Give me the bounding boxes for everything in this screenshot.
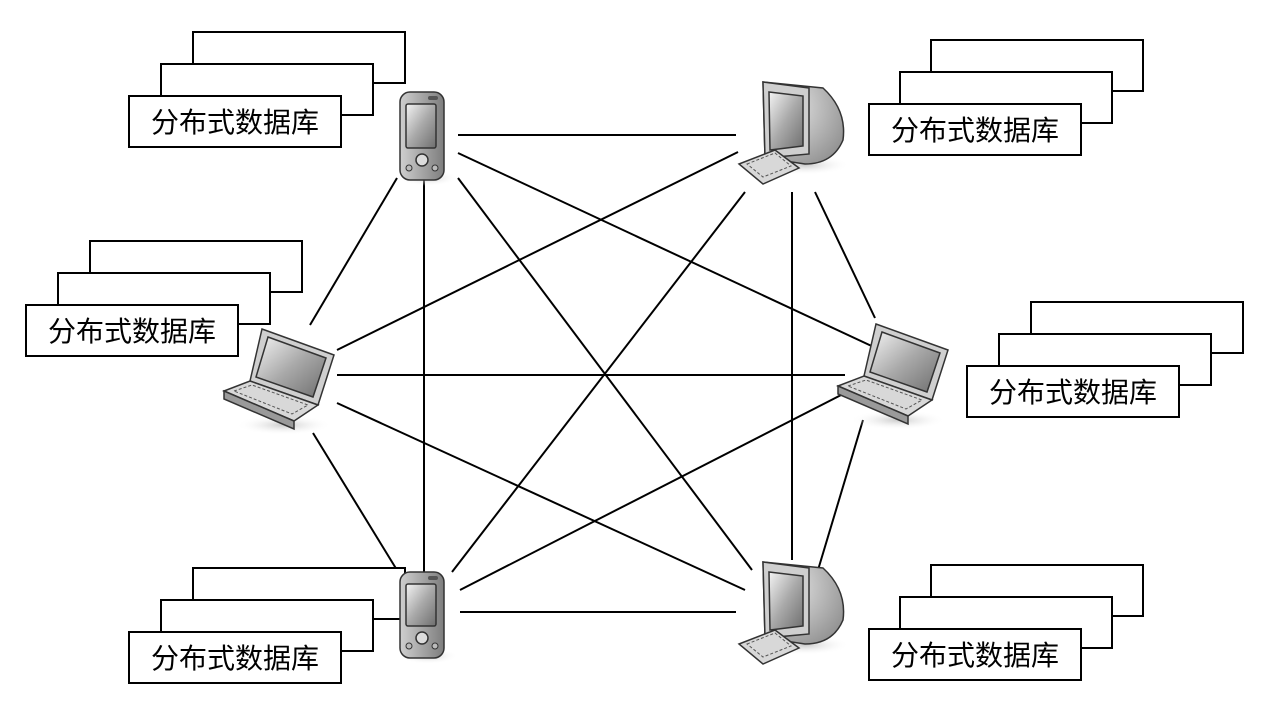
pda-icon [398, 91, 458, 186]
link [336, 151, 739, 351]
database-label: 分布式数据库 [891, 114, 1059, 147]
desktop-computer-icon [737, 561, 850, 665]
pda-icon [398, 571, 458, 664]
database-label: 分布式数据库 [891, 639, 1059, 672]
database-stack-bottom-right: 分布式数据库 [868, 564, 1144, 681]
link [817, 419, 864, 571]
network-links [309, 134, 879, 613]
link [457, 152, 879, 350]
link [459, 392, 846, 591]
database-stack-top-right: 分布式数据库 [868, 39, 1144, 156]
database-stack-top-left: 分布式数据库 [128, 31, 406, 148]
database-label: 分布式数据库 [151, 106, 319, 139]
link [336, 402, 746, 591]
database-stack-right: 分布式数据库 [966, 301, 1244, 418]
database-stack-left: 分布式数据库 [25, 240, 303, 357]
link [309, 177, 398, 326]
database-stack-bottom-left: 分布式数据库 [128, 567, 406, 684]
laptop-icon [836, 323, 949, 430]
link [312, 432, 401, 576]
link [451, 191, 746, 573]
database-label: 分布式数据库 [48, 315, 216, 348]
database-label: 分布式数据库 [989, 376, 1157, 409]
database-label: 分布式数据库 [151, 642, 319, 675]
link [814, 191, 876, 319]
desktop-computer-icon [737, 81, 850, 185]
laptop-icon [222, 328, 335, 435]
